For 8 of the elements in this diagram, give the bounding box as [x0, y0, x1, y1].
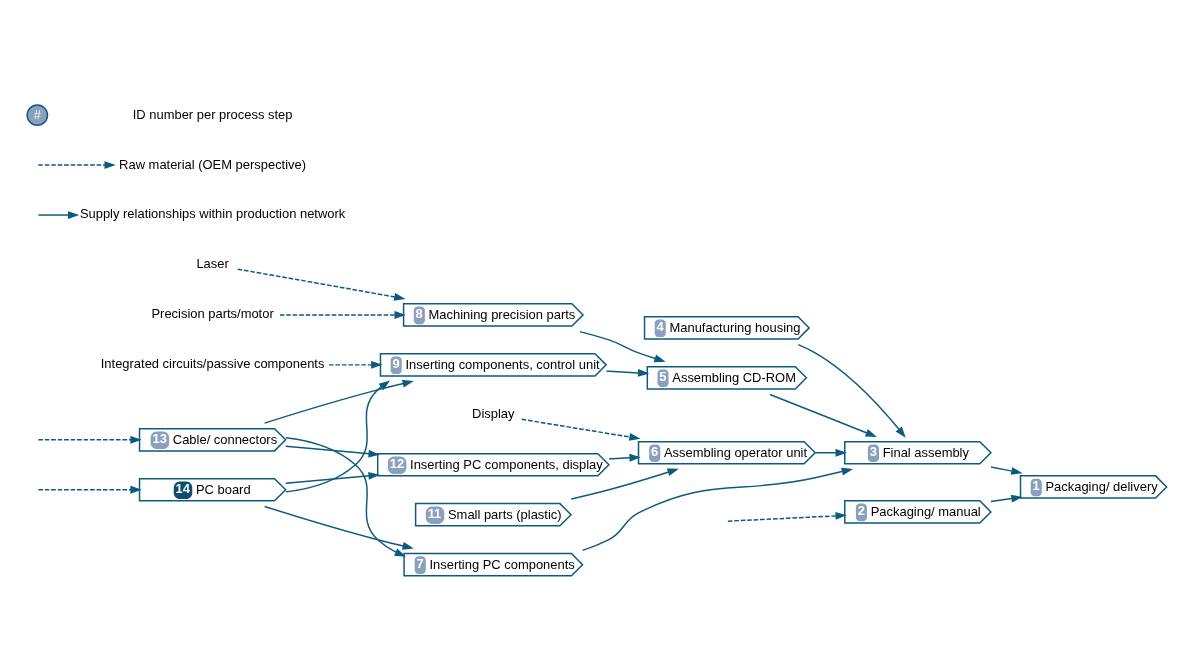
legend-label: ID number per process step — [132, 106, 293, 122]
legend-label: Raw material (OEM perspective) — [119, 156, 307, 172]
legend-label: Supply relationships within production network — [79, 205, 346, 221]
node-text: Precision parts/motor — [151, 305, 274, 321]
label: # — [33, 106, 41, 122]
node-text: Display — [472, 405, 515, 421]
node-text: Laser — [196, 255, 229, 271]
node-text: Integrated circuits/passive components — [100, 355, 325, 371]
